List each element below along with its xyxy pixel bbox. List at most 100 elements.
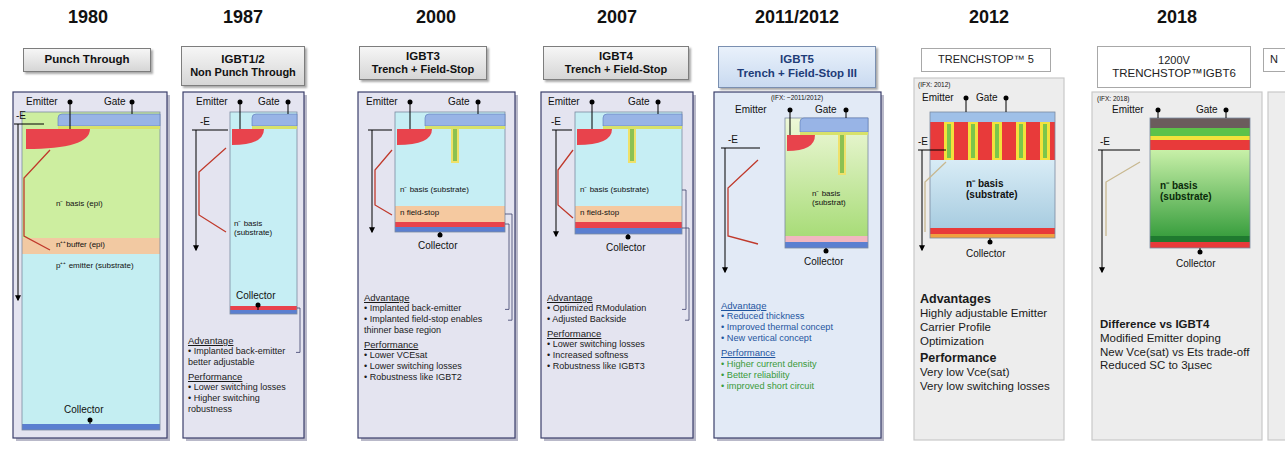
header-text: Punch Through <box>45 53 130 67</box>
layer-label: Emitter <box>735 104 767 115</box>
section-heading: Advantage <box>721 300 871 311</box>
panel-text-block: AdvantagesHighly adjustable Emitter Carr… <box>920 292 1058 394</box>
device-outline <box>22 112 160 430</box>
panel-background <box>541 92 693 438</box>
header-text: IGBT4 <box>599 50 633 64</box>
gate-oxide <box>58 126 160 129</box>
layer-label: Gate <box>258 96 280 107</box>
header-text: IGBT3 <box>406 50 440 64</box>
terminal-dot <box>286 100 291 105</box>
field-axis <box>1098 150 1140 151</box>
emitter-well <box>232 129 264 145</box>
feature-item: Very low switching losses <box>920 380 1058 394</box>
layer-label: -E <box>728 134 738 145</box>
layer-label: Emitter <box>548 96 580 107</box>
layer-label: p⁺⁺ emitter (substrate) <box>56 262 134 271</box>
generation-header: TRENCHSTOP™ 5 <box>921 48 1051 72</box>
terminal-dot <box>88 418 93 423</box>
section-heading: Performance <box>721 347 871 358</box>
layer-label: n⁻ basis (substrate) <box>234 220 294 238</box>
layer-label: n⁻ basis (substrate) <box>400 186 469 195</box>
layer-label: n⁻ basis (substrat) <box>812 190 864 208</box>
emitter-layer <box>1150 140 1250 150</box>
feature-item: • Higher switching robustness <box>188 393 296 415</box>
layer-label: n⁻ basis (epi) <box>56 200 103 209</box>
trench-gate <box>995 124 999 158</box>
layer-label: Emitter <box>366 96 398 107</box>
doping-layer <box>230 310 297 314</box>
layer-label: Gate <box>104 96 126 107</box>
year-label: 2000 <box>416 8 456 28</box>
header-text: Trench + Field-Stop <box>565 63 667 76</box>
panel-shadow <box>16 95 170 441</box>
layer-label: Gate <box>1196 104 1218 115</box>
generation-header: Punch Through <box>23 48 151 72</box>
feature-item: • Adjusted Backside <box>547 314 679 325</box>
field-axis <box>552 130 572 131</box>
layer-label: (IFX: ~2011/2012) <box>771 94 823 101</box>
generation-header: IGBT4Trench + Field-Stop <box>543 46 689 80</box>
feature-item: • Optimized RModulation <box>547 303 679 314</box>
feature-item: Reduced SC to 3µsec <box>1100 359 1255 373</box>
doping-layer <box>575 206 682 222</box>
device-outline <box>395 112 505 232</box>
terminal-wire <box>790 110 791 135</box>
terminal-dot <box>824 249 829 254</box>
field-profile <box>24 150 50 250</box>
terminal-dot <box>964 96 969 101</box>
leader-line <box>505 214 512 320</box>
feature-item: Modified Emitter doping <box>1100 332 1255 346</box>
layer-label: Gate <box>628 96 650 107</box>
device-outline <box>930 112 1055 238</box>
terminal-dot <box>626 235 631 240</box>
doping-layer <box>22 424 160 430</box>
trench-gate <box>947 124 951 158</box>
trench-gate <box>840 135 844 173</box>
section-heading: Advantages <box>920 292 1058 307</box>
field-axis <box>721 148 760 149</box>
year-label: 2012 <box>969 8 1009 28</box>
doping-layer <box>395 227 505 232</box>
terminal-wire <box>410 102 411 129</box>
header-text: 1200V <box>1158 54 1190 67</box>
layer-label: Collector <box>236 290 275 301</box>
layer-label: Emitter <box>196 96 228 107</box>
field-profile <box>558 150 573 218</box>
panel-text-block: Advantage• Implanted back-emitter• Impla… <box>364 292 504 383</box>
layer-label: Emitter <box>922 92 954 103</box>
generation-header: IGBT1/2Non Punch Through <box>181 46 305 86</box>
trench-gate <box>971 124 975 158</box>
drift-layer <box>1150 150 1250 236</box>
layer-label: (IFX: 2012) <box>918 81 951 88</box>
drift-layer <box>930 160 1055 228</box>
field-axis <box>18 124 19 300</box>
feature-item: • Lower VCEsat <box>364 350 504 361</box>
field-profile <box>1106 162 1140 236</box>
layer-label: Gate <box>815 104 837 115</box>
header-text: IGBT1/2 <box>221 53 264 67</box>
section-heading: Performance <box>188 371 296 382</box>
field-profile <box>199 148 226 232</box>
doping-layer <box>22 254 160 424</box>
year-label: 2018 <box>1157 8 1197 28</box>
feature-item: • Robustness like IGBT3 <box>547 361 679 372</box>
layer-label: Collector <box>804 256 843 267</box>
gate-metal <box>1150 118 1250 128</box>
gate-oxide <box>603 126 682 129</box>
header-text: Non Punch Through <box>190 66 296 79</box>
panel-background <box>1092 92 1262 440</box>
feature-item: • Robustness like IGBT2 <box>364 372 504 383</box>
panel-text-block: Advantage• Implanted back-emitter better… <box>188 335 296 415</box>
layer-label: Collector <box>64 404 103 415</box>
field-axis <box>922 150 923 250</box>
terminal-dot <box>988 240 993 245</box>
panel-background <box>183 92 304 438</box>
emitter-well <box>26 129 90 149</box>
feature-panel: Advantage• Reduced thickness• Improved t… <box>714 92 881 438</box>
device-outline <box>230 112 297 314</box>
field-axis <box>196 130 197 250</box>
doping-layer <box>395 222 505 227</box>
feature-panel: Difference vs IGBT4Modified Emitter dopi… <box>1092 92 1262 440</box>
terminal-dot <box>788 108 793 113</box>
